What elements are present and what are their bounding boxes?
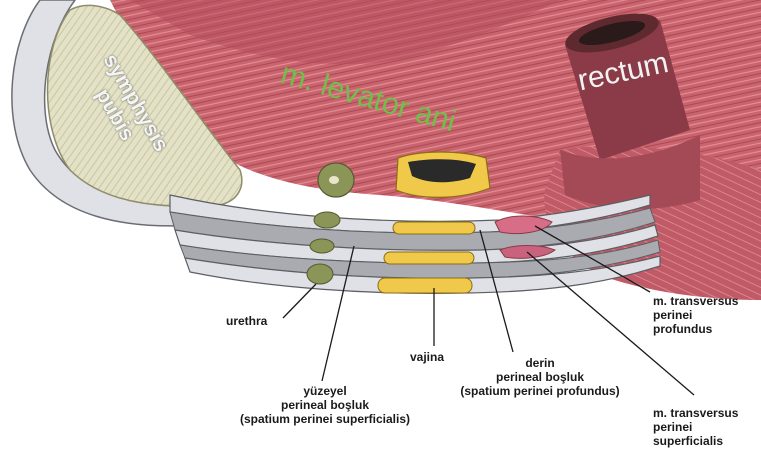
label-yuzeyel-perineal-bosluk: yüzeyel perineal boşluk (spatium perinei… xyxy=(225,384,425,426)
label-m-transversus-perinei-profundus: m. transversus perinei profundus xyxy=(653,294,738,336)
label-m-transversus-perinei-superficialis: m. transversus perinei superficialis xyxy=(653,406,738,448)
label-vajina: vajina xyxy=(410,350,444,364)
label-urethra: urethra xyxy=(226,314,267,328)
label-derin-perineal-bosluk: derin perineal boşluk (spatium perinei p… xyxy=(440,356,640,398)
urethra-pointer xyxy=(283,284,316,318)
